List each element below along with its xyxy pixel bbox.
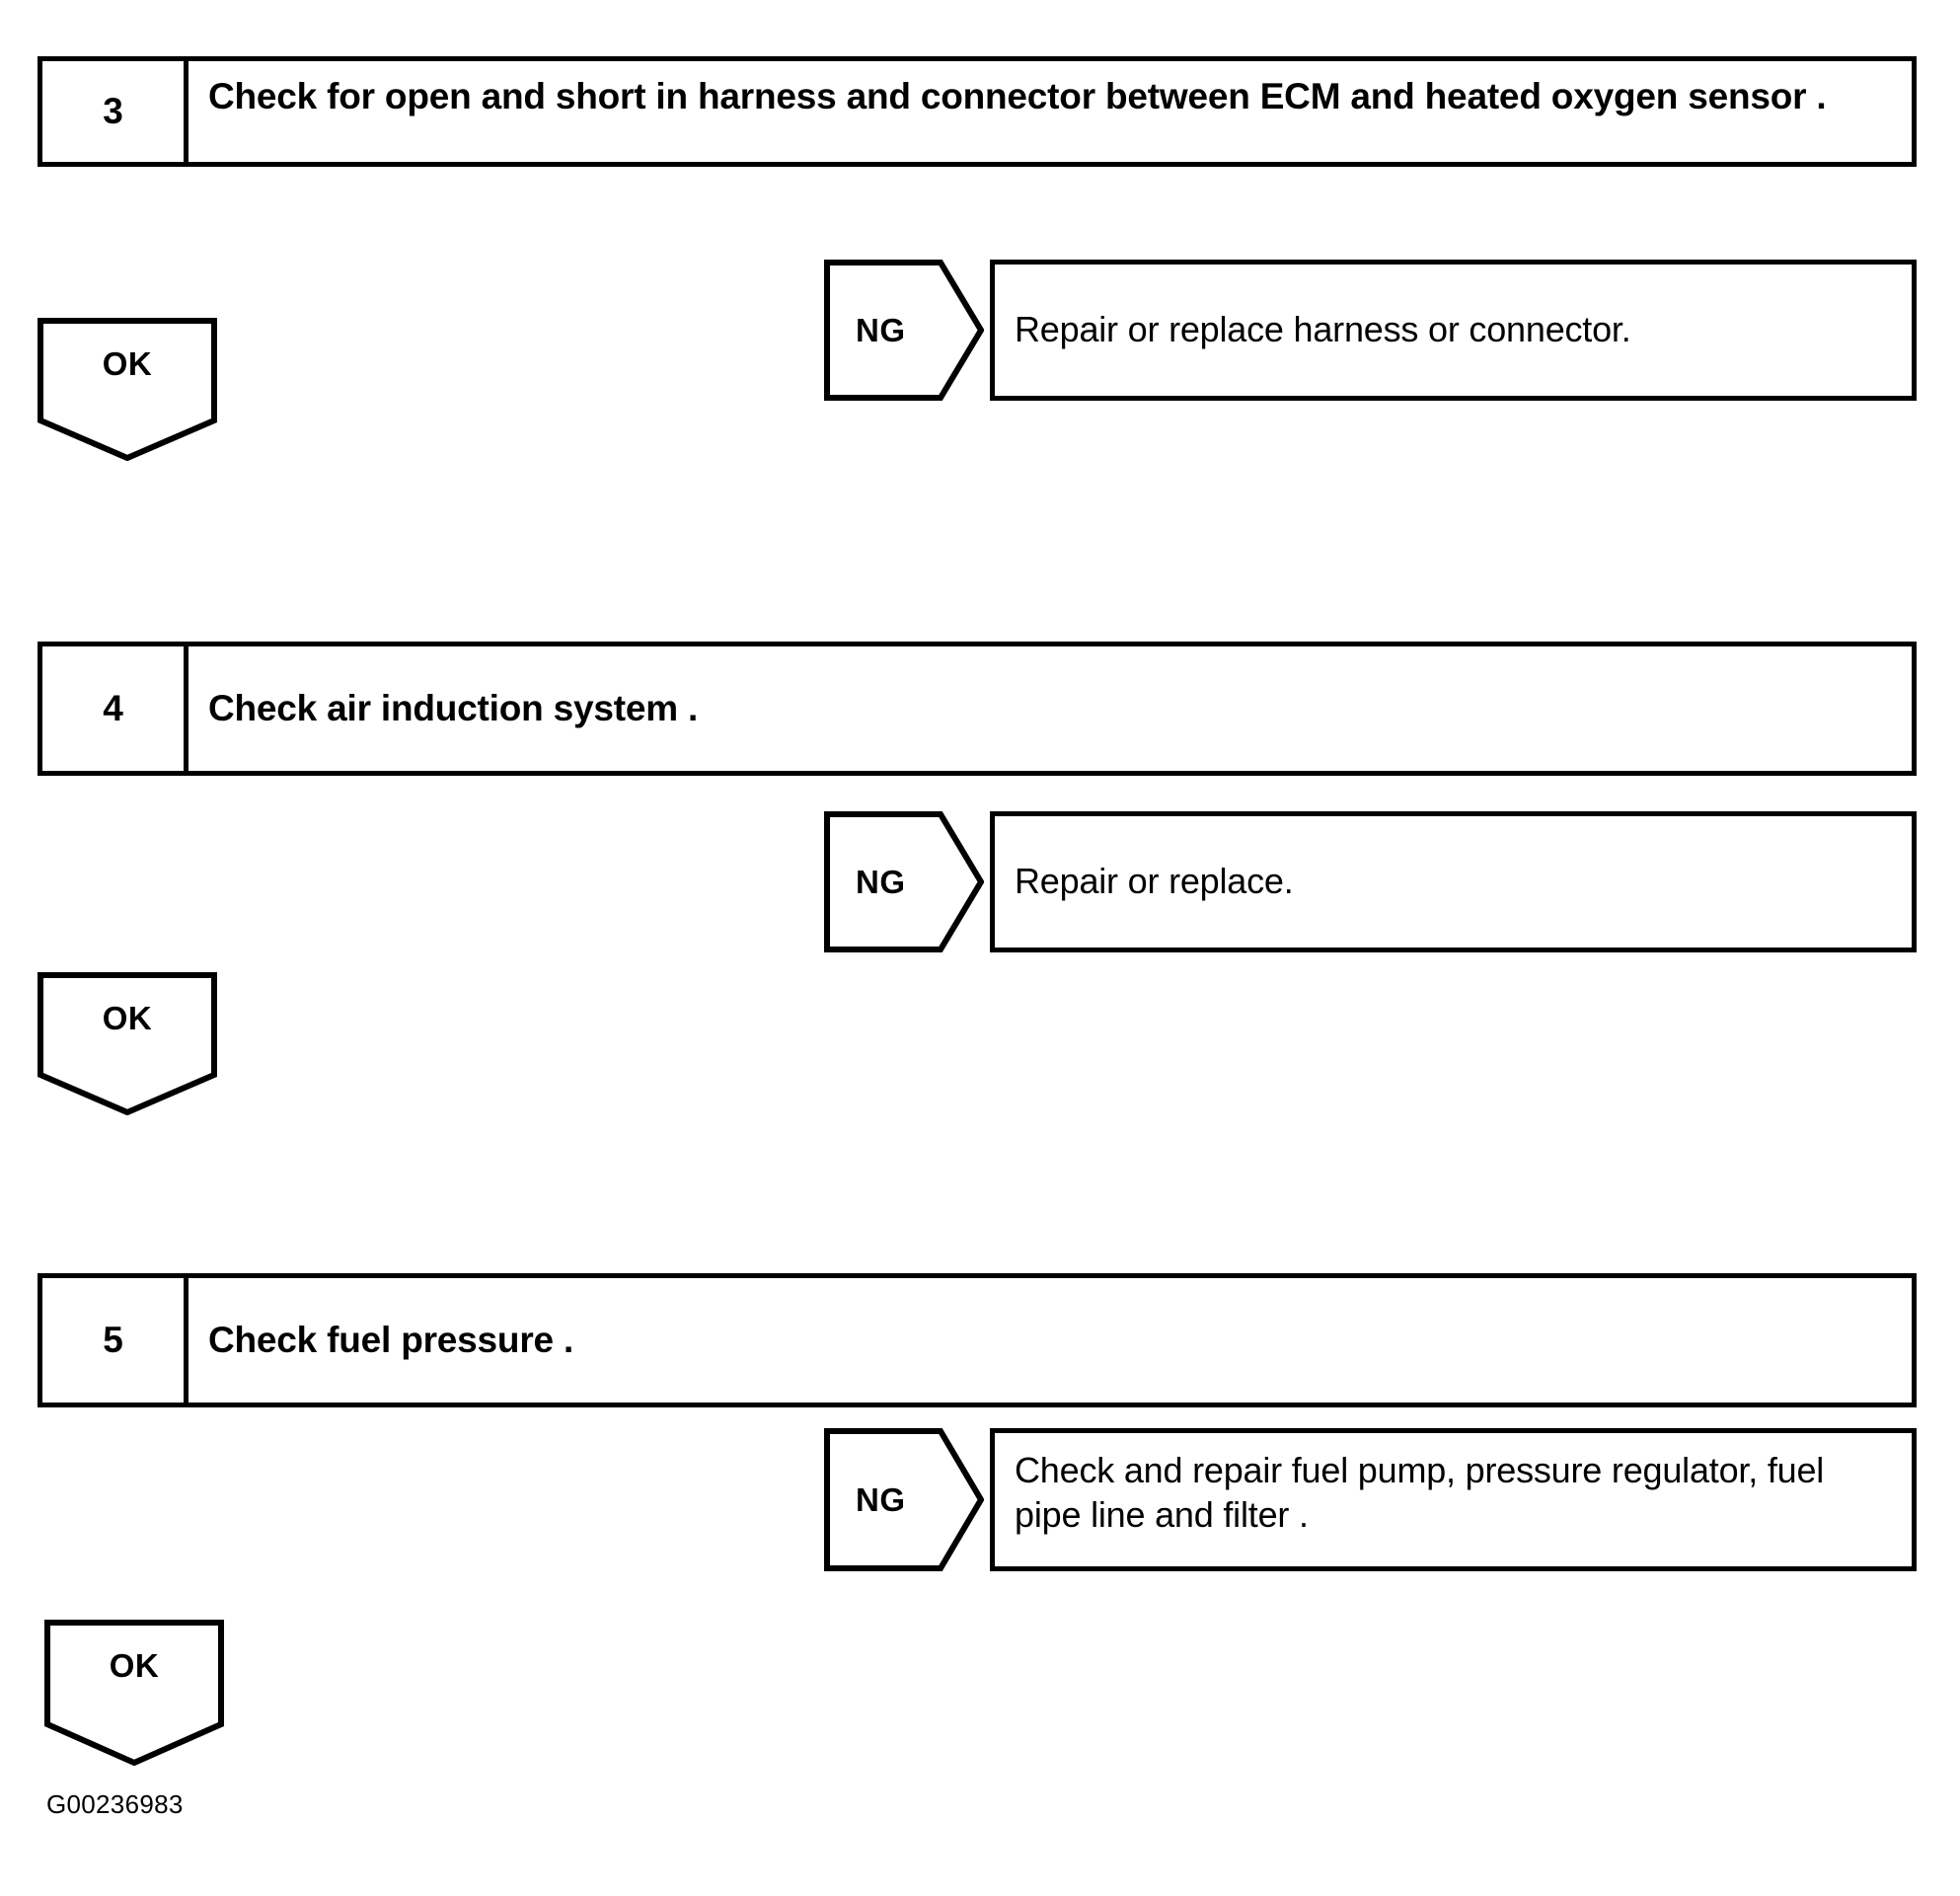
ok-pentagon-icon (38, 318, 217, 461)
ok-pentagon-icon (44, 1620, 224, 1766)
ng-result-text-5: Check and repair fuel pump, pressure reg… (1015, 1450, 1825, 1535)
ng-label-3: NG (856, 311, 906, 348)
ng-result-text-4: Repair or replace. (1015, 861, 1294, 902)
ok-label-3: OK (102, 345, 153, 382)
step-instruction-4: Check air induction system . (208, 687, 699, 728)
ng-result-4: Repair or replace. (990, 811, 1917, 952)
ok-label-5: OK (109, 1647, 160, 1684)
ng-result-text-3: Repair or replace harness or connector. (1015, 309, 1631, 350)
ng-tag-5: NG (824, 1428, 984, 1571)
ng-label-4: NG (856, 863, 906, 900)
ng-result-5: Check and repair fuel pump, pressure reg… (990, 1428, 1917, 1571)
ng-tag-4: NG (824, 811, 984, 952)
ok-tag-5: OK (44, 1620, 224, 1766)
ok-pentagon-icon (38, 972, 217, 1115)
ng-result-3: Repair or replace harness or connector. (990, 260, 1917, 401)
step-row-4: 4 Check air induction system . (38, 642, 1917, 776)
step-row-3: 3 Check for open and short in harness an… (38, 56, 1917, 167)
step-instruction-3: Check for open and short in harness and … (208, 76, 1827, 116)
ok-tag-4: OK (38, 972, 217, 1115)
step-number-5: 5 (42, 1278, 188, 1403)
step-number-4: 4 (42, 646, 188, 771)
figure-id-label: G00236983 (46, 1789, 184, 1819)
ng-tag-3: NG (824, 260, 984, 401)
step-row-5: 5 Check fuel pressure . (38, 1273, 1917, 1407)
ng-label-5: NG (856, 1480, 906, 1518)
step-number-3: 3 (42, 61, 188, 162)
step-instruction-5: Check fuel pressure . (208, 1319, 574, 1360)
ok-tag-3: OK (38, 318, 217, 461)
ok-label-4: OK (102, 1000, 153, 1036)
